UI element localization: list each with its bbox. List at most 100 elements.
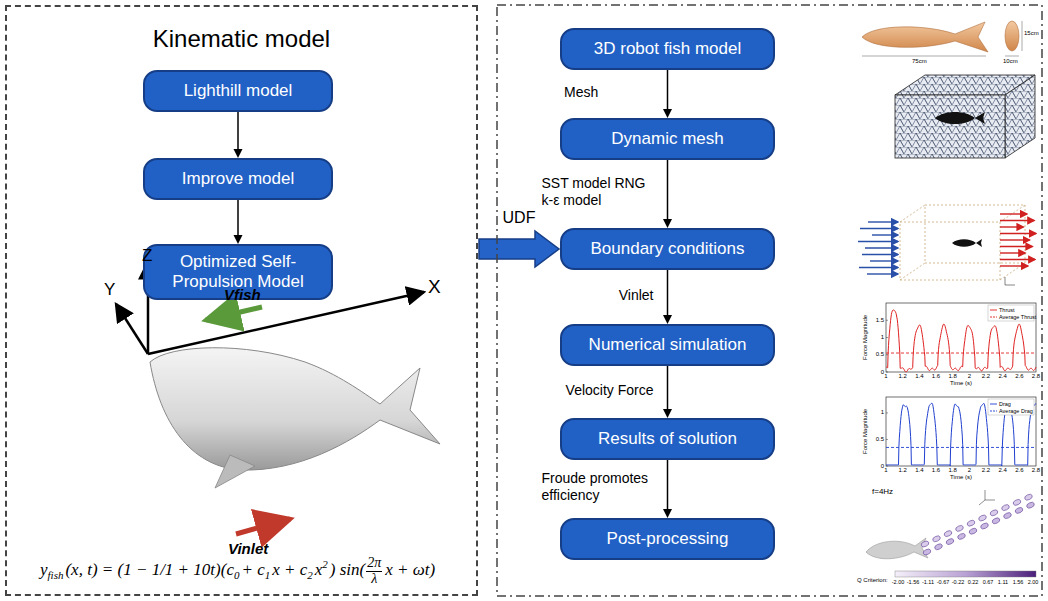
chart-text: 2.4 (998, 373, 1006, 380)
chart-text: 2.6 (1015, 467, 1023, 474)
outlet-arrow (1000, 239, 1030, 240)
process-box: Post-processing (560, 518, 775, 560)
tick (886, 466, 888, 467)
fish-body (150, 348, 440, 470)
axis-label: Vfish (224, 286, 261, 303)
chart-text: 1 (881, 334, 884, 341)
average-line (886, 353, 1036, 354)
vortex-ring (934, 543, 943, 551)
legend-box (988, 399, 1034, 415)
tick (886, 412, 888, 413)
vortex-rings (920, 493, 1035, 556)
chart-text: 0.67 (983, 579, 994, 585)
tick (886, 354, 888, 355)
vortex-ring (991, 517, 1000, 525)
chart-frame (886, 303, 1036, 372)
plot-lines (886, 305, 1036, 466)
arrowhead (234, 149, 243, 158)
legend-sample (990, 411, 997, 412)
chart-text: 2.8 (1032, 373, 1040, 380)
axis-label: X (428, 276, 441, 298)
formula-part: 0 (234, 569, 240, 581)
chart-text: 1.56 (1013, 579, 1024, 585)
formula: yfish(x, t) = (1 − 1/1 + 10t)(c0+ c1x + … (40, 556, 435, 586)
formula-part: 2 (322, 558, 328, 570)
vortex-ring (1014, 506, 1023, 514)
process-box: Results of solution (560, 418, 775, 460)
outlet-arrow (1000, 226, 1023, 227)
connector-line (667, 270, 669, 318)
tick (886, 439, 888, 440)
inlet-arrow (870, 260, 898, 261)
chart-text: 0.5 (876, 436, 884, 443)
process-box: Dynamic mesh (560, 118, 775, 160)
process-box: Boundary conditions (560, 228, 775, 270)
arrowhead (234, 235, 243, 244)
chart-text: Q Criterion: (857, 577, 888, 584)
drawn-shape (1022, 21, 1023, 51)
outlet-arrow (1000, 213, 1027, 214)
outlet-arrow (1000, 265, 1028, 266)
chart-text: 2.2 (982, 467, 990, 474)
formula-part: λ (366, 572, 382, 587)
drawn-shape (900, 263, 925, 280)
chart-text: 0 (881, 369, 884, 376)
right-panel (497, 5, 1042, 596)
connector (663, 460, 672, 518)
formula-part: x + ωt) (385, 560, 435, 579)
vortex-ring (1012, 498, 1021, 506)
chart-text: -1.11 (922, 579, 934, 585)
panel-title: Kinematic model (7, 25, 476, 53)
chart-text: Time (s) (950, 474, 972, 481)
legend-text: Average Thrust (999, 314, 1036, 320)
box-text: 3D robot fish model (594, 39, 741, 59)
chart-text: 2 (968, 467, 971, 474)
chart-text: 2 (968, 373, 971, 380)
outlet-arrow (1000, 233, 1036, 234)
box-text: Results of solution (598, 429, 737, 449)
connector (663, 270, 672, 324)
arrowhead (663, 109, 672, 118)
formula-part: y (40, 560, 48, 579)
chart-text: 1.6 (932, 467, 940, 474)
vortex-ring (955, 524, 964, 532)
legend-text: Average Drag (999, 408, 1033, 414)
dimension: 75cm (912, 58, 927, 65)
vortex-ring (920, 540, 929, 548)
chart-text: 1 (884, 467, 887, 474)
fraction: 2πλ (366, 556, 382, 586)
drawn-shape (900, 205, 925, 222)
connector-line (237, 200, 239, 238)
chart-text: Time (s) (950, 380, 972, 387)
tick (886, 320, 888, 321)
formula-part: ) sin( (330, 560, 365, 579)
vortex-ring (945, 538, 954, 546)
chart-text: 1.2 (898, 467, 906, 474)
connector-line (237, 112, 239, 152)
connector (663, 366, 672, 418)
process-box: Lighthill model (143, 70, 333, 112)
vortex-ring (978, 514, 987, 522)
inlet-arrow (862, 254, 898, 255)
box-text: Boundary conditions (590, 239, 744, 259)
fish-section (1005, 21, 1019, 51)
inlet-arrow (868, 221, 898, 222)
formula-part: x + c (272, 560, 307, 579)
chart-text: 0.5 (876, 351, 884, 358)
inlet-arrow (867, 273, 898, 274)
drawn-shape (985, 500, 995, 501)
box-text: Dynamic mesh (611, 129, 723, 149)
domain-box (900, 205, 1025, 280)
vinlet-arrow (236, 519, 290, 534)
vortex-ring (989, 509, 998, 517)
chart-text: 2.4 (998, 467, 1006, 474)
color-bar (895, 571, 1036, 577)
outlet-arrow (1000, 252, 1025, 253)
chart-text: 1.5 (876, 317, 884, 324)
formula-part: 1 (265, 569, 271, 581)
tick (886, 337, 888, 338)
arrowhead (663, 409, 672, 418)
connector-line (667, 366, 669, 412)
box-text: Improve model (182, 169, 294, 189)
chart-text: -0.67 (937, 579, 950, 585)
